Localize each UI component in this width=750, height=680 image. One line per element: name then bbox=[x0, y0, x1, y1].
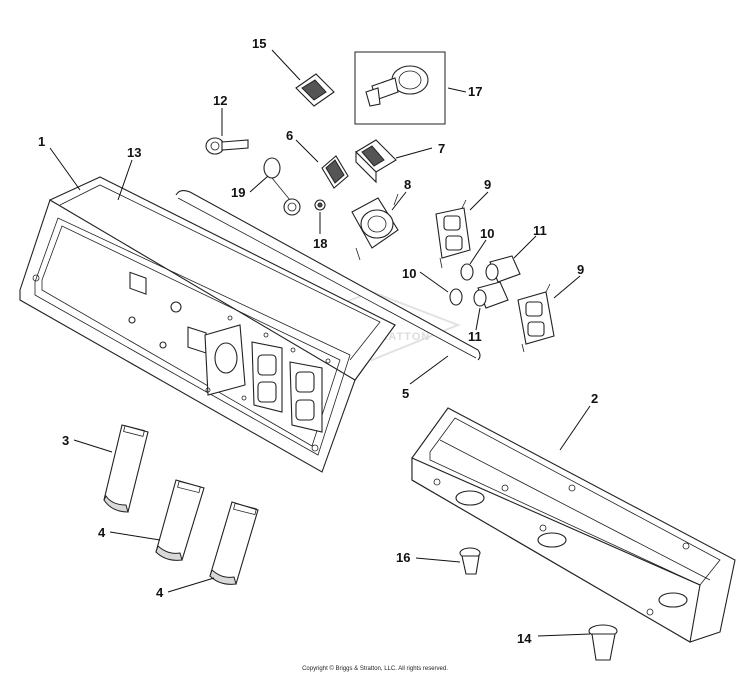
callout-19: 19 bbox=[231, 185, 245, 200]
callout-7: 7 bbox=[438, 141, 445, 156]
callout-8: 8 bbox=[404, 177, 411, 192]
callout-12: 12 bbox=[213, 93, 227, 108]
cap-19[interactable] bbox=[263, 157, 301, 216]
receptacle-9b[interactable] bbox=[517, 283, 555, 353]
outlet-cover-4b[interactable] bbox=[209, 501, 259, 585]
housing[interactable] bbox=[411, 407, 736, 643]
indicator-18[interactable] bbox=[314, 199, 326, 211]
callout-11b: 11 bbox=[468, 329, 482, 344]
callout-9b: 9 bbox=[577, 262, 584, 277]
outlet-cover-3[interactable] bbox=[103, 424, 149, 513]
button-10a[interactable] bbox=[460, 263, 474, 281]
grommet-14[interactable] bbox=[588, 624, 618, 661]
grommet-16[interactable] bbox=[459, 547, 481, 575]
callout-1: 1 bbox=[38, 134, 45, 149]
callout-10b: 10 bbox=[402, 266, 416, 281]
fuse-holder-12[interactable] bbox=[205, 137, 249, 155]
callout-16: 16 bbox=[396, 550, 410, 565]
callout-4a: 4 bbox=[98, 525, 106, 540]
rod[interactable] bbox=[175, 189, 481, 361]
callout-10a: 10 bbox=[480, 226, 494, 241]
receptacle-8[interactable] bbox=[351, 193, 399, 261]
callout-2: 2 bbox=[591, 391, 598, 406]
callout-17: 17 bbox=[468, 84, 482, 99]
outlet-cover-4a[interactable] bbox=[155, 479, 205, 561]
callouts: 1 2 3 4 4 5 6 7 8 9 9 10 10 11 11 12 13 … bbox=[38, 36, 598, 646]
breaker-11a[interactable] bbox=[485, 255, 521, 283]
breaker-15[interactable] bbox=[295, 73, 335, 107]
breaker-11b[interactable] bbox=[473, 281, 509, 309]
switch-6[interactable] bbox=[321, 155, 349, 189]
receptacle-9a[interactable] bbox=[435, 199, 471, 269]
callout-5: 5 bbox=[402, 386, 409, 401]
callout-14: 14 bbox=[517, 631, 532, 646]
leader-lines bbox=[49, 49, 591, 637]
copyright-notice: Copyright © Briggs & Stratton, LLC. All … bbox=[302, 666, 448, 672]
button-10b[interactable] bbox=[449, 288, 463, 306]
callout-13: 13 bbox=[127, 145, 141, 160]
callout-18: 18 bbox=[313, 236, 327, 251]
callout-9a: 9 bbox=[484, 177, 491, 192]
callout-15: 15 bbox=[252, 36, 266, 51]
control-panel[interactable] bbox=[19, 176, 396, 473]
callout-4b: 4 bbox=[156, 585, 164, 600]
key-switch-17[interactable] bbox=[354, 51, 446, 125]
callout-3: 3 bbox=[62, 433, 69, 448]
callout-6: 6 bbox=[286, 128, 293, 143]
switch-7[interactable] bbox=[355, 139, 397, 184]
callout-11a: 11 bbox=[533, 223, 547, 238]
